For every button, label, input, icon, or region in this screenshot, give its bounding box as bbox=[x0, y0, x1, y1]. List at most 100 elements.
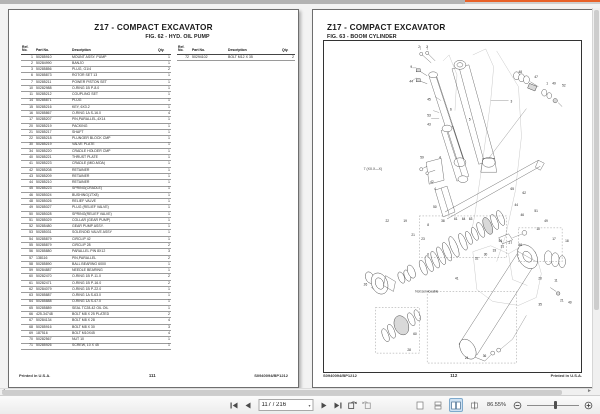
next-page-icon[interactable] bbox=[319, 400, 330, 411]
document-page-left[interactable]: Z17 - COMPACT EXCAVATOR FIG. 62 - HYD. O… bbox=[8, 9, 299, 388]
svg-text:38: 38 bbox=[441, 219, 445, 223]
cell-qty: 1 bbox=[157, 267, 171, 275]
zoom-in-icon[interactable] bbox=[583, 400, 594, 411]
cell-part-no: 425-34748 bbox=[35, 311, 71, 319]
cell-description: MOUNT ASSY. PUMP bbox=[71, 54, 157, 61]
last-page-icon[interactable] bbox=[333, 400, 344, 411]
right-page-footer: S0940094/BP1212 112 Printed in U.S.A. bbox=[323, 373, 582, 378]
cell-ref: 20 bbox=[21, 123, 35, 131]
page-number-input[interactable] bbox=[261, 402, 308, 408]
cell-ref: 69 bbox=[21, 330, 35, 338]
book-view-icon[interactable] bbox=[467, 398, 481, 412]
cell-ref: 54 bbox=[21, 236, 35, 244]
svg-text:10: 10 bbox=[536, 227, 540, 231]
cell-ref: 44 bbox=[21, 179, 35, 187]
svg-text:49: 49 bbox=[544, 219, 548, 223]
svg-text:64: 64 bbox=[462, 217, 466, 221]
cell-part-no: 50285871 bbox=[35, 98, 71, 105]
cell-part-no: 50285031 bbox=[35, 229, 71, 237]
cell-qty: 2 bbox=[157, 242, 171, 250]
svg-text:31: 31 bbox=[501, 245, 505, 249]
cell-ref: 42 bbox=[21, 167, 35, 174]
zoom-slider[interactable] bbox=[527, 400, 579, 410]
header-b-qty: Qty. bbox=[281, 49, 295, 55]
cell-ref: 68 bbox=[21, 324, 35, 332]
cell-description: CIRCLIP 28 bbox=[71, 242, 157, 250]
svg-text:47: 47 bbox=[534, 75, 538, 79]
right-page-title: Z17 - COMPACT EXCAVATOR bbox=[327, 23, 446, 32]
rotate-clockwise-icon[interactable] bbox=[347, 400, 358, 411]
cell-description: BALL BEARING 6000 bbox=[71, 261, 157, 269]
cell-ref: 21 bbox=[21, 129, 35, 137]
header-ref-line2: No. bbox=[21, 49, 35, 55]
cell-qty: 1 bbox=[157, 217, 171, 225]
svg-text:5: 5 bbox=[469, 118, 471, 122]
cell-part-no: 50285219 bbox=[35, 142, 71, 149]
svg-text:4: 4 bbox=[439, 155, 441, 159]
cell-qty: 4 bbox=[157, 330, 171, 338]
cell-part-no: 50285221 bbox=[35, 154, 71, 162]
document-page-right[interactable]: Z17 - COMPACT EXCAVATOR FIG. 63 - BOOM C… bbox=[312, 9, 593, 388]
vertical-scrollbar-thumb[interactable] bbox=[594, 10, 599, 310]
zoom-out-icon[interactable] bbox=[512, 400, 523, 411]
cell-ref: 62 bbox=[21, 286, 35, 294]
horizontal-scrollbar-thumb[interactable] bbox=[2, 390, 562, 395]
cell-ref: 56 bbox=[21, 248, 35, 256]
svg-text:6: 6 bbox=[450, 108, 452, 112]
cell-ref: 51 bbox=[21, 217, 35, 225]
cell-description: BOLT M8 X 25 PLATED bbox=[71, 311, 157, 319]
viewer-toolbar: ▾ bbox=[0, 395, 600, 414]
first-page-icon[interactable] bbox=[228, 400, 239, 411]
cell-qty: 2 bbox=[157, 280, 171, 288]
previous-page-icon[interactable] bbox=[242, 400, 253, 411]
cell-ref: 61 bbox=[21, 280, 35, 288]
cell-ref: 48 bbox=[21, 198, 35, 206]
vertical-scrollbar[interactable] bbox=[592, 8, 600, 396]
page-number-field[interactable]: ▾ bbox=[258, 399, 314, 411]
cell-description: PIN,PARALLEL,4X14 bbox=[71, 116, 157, 124]
diagram-annotation-0: 7 (XX.X—X) bbox=[364, 167, 382, 171]
svg-text:19: 19 bbox=[403, 219, 407, 223]
svg-text:52: 52 bbox=[562, 84, 566, 88]
cell-description: RETAINER bbox=[71, 179, 157, 187]
cell-qty: 1 bbox=[157, 286, 171, 294]
left-footer-printed: Printed in U.S.A. bbox=[19, 373, 51, 378]
cell-part-no: 50285223 bbox=[35, 186, 71, 193]
svg-text:3: 3 bbox=[511, 100, 513, 104]
hardware-cluster-upper-left bbox=[416, 51, 436, 84]
cell-part-no: 50285207 bbox=[35, 116, 71, 124]
cell-part-no: 50285910 bbox=[35, 54, 71, 61]
cell-description: O-RING 1B P-16.0 bbox=[71, 280, 157, 288]
cell-description: RELIEF VALVE bbox=[71, 198, 157, 206]
facing-page-view-icon[interactable] bbox=[449, 398, 464, 412]
single-page-view-icon[interactable] bbox=[413, 398, 427, 412]
cell-ref: 34 bbox=[21, 148, 35, 156]
svg-text:45: 45 bbox=[427, 98, 431, 102]
cell-part-no: 50282471 bbox=[35, 280, 71, 288]
svg-text:46: 46 bbox=[520, 213, 524, 217]
svg-text:23: 23 bbox=[421, 237, 425, 241]
cell-qty: 1 bbox=[157, 179, 171, 187]
hydraulic-cylinder-exploded bbox=[365, 160, 545, 360]
diagram-callout-numbers: 2 2 9 44 45 3 48 47 1 49 52 53 43 6 bbox=[364, 45, 572, 360]
zoom-slider-knob[interactable] bbox=[554, 401, 557, 409]
horizontal-scrollbar[interactable]: ◄ ► bbox=[0, 388, 593, 396]
rotate-counterclockwise-icon[interactable] bbox=[361, 400, 372, 411]
cell-qty: 1 bbox=[157, 148, 171, 156]
continuous-page-view-icon[interactable] bbox=[431, 398, 445, 412]
scroll-right-arrow-icon[interactable]: ► bbox=[587, 388, 592, 394]
cell-part-no: 50282470 bbox=[35, 273, 71, 281]
cell-ref: 22 bbox=[21, 135, 35, 143]
cell-ref: 7 bbox=[21, 79, 35, 87]
document-canvas[interactable]: Z17 - COMPACT EXCAVATOR FIG. 62 - HYD. O… bbox=[0, 4, 600, 396]
chevron-down-icon[interactable]: ▾ bbox=[308, 402, 311, 408]
